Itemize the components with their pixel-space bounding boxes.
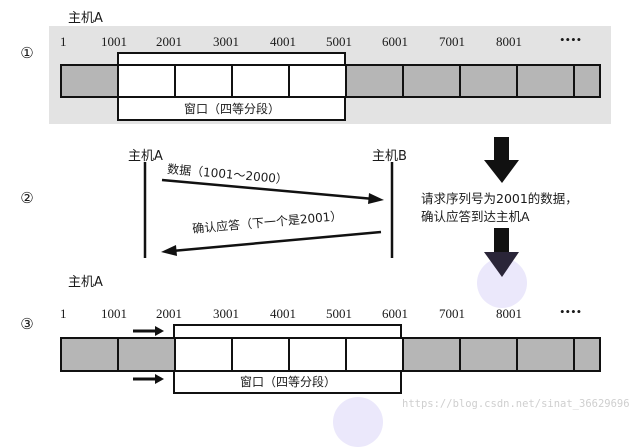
window-label-1: 窗口（四等分段）: [120, 100, 344, 118]
window-label-3: 窗口（四等分段）: [176, 373, 400, 391]
segment-window: [233, 339, 290, 370]
tick-label: 4001: [270, 306, 296, 321]
segment-window: [290, 66, 347, 96]
ellipsis-dots: ••••: [560, 32, 583, 47]
segment-unsent: [404, 66, 461, 96]
ack-note-line-2: 确认应答到达主机A: [421, 209, 530, 224]
down-arrow-icon: [484, 137, 519, 183]
sequence-diagram-lines: [133, 137, 519, 384]
down-arrow-icon: [484, 228, 519, 277]
tick-label: 7001: [439, 34, 465, 49]
tick-label: 5001: [326, 34, 352, 49]
segment-window: [176, 339, 233, 370]
segment-unsent: [518, 339, 575, 370]
tick-label: 8001: [496, 34, 522, 49]
ellipsis-dots: ••••: [560, 304, 583, 319]
host-a-label: 主机A: [68, 275, 103, 290]
host-b-label: 主机B: [372, 149, 407, 164]
watermark: https://blog.csdn.net/sinat_36629696: [402, 398, 630, 410]
tick-label: 6001: [382, 34, 408, 49]
tick-label: 1: [60, 306, 67, 321]
tick-label: 5001: [326, 306, 352, 321]
tick-label: 3001: [213, 34, 239, 49]
tick-label: 2001: [156, 306, 182, 321]
tick-label: 7001: [439, 306, 465, 321]
ack-note-line-1: 请求序列号为2001的数据，: [421, 191, 578, 206]
tick-label: 3001: [213, 306, 239, 321]
segment-window: [233, 66, 290, 96]
segment-unsent: [575, 339, 599, 370]
segment-unsent: [404, 339, 461, 370]
byte-stream-bar-1: [60, 64, 601, 98]
arrowhead-right-icon: [368, 193, 384, 204]
host-a-label: 主机A: [68, 11, 103, 26]
tick-label: 1001: [101, 34, 127, 49]
window-shift-arrow-icon: [133, 326, 164, 336]
segment-window: [290, 339, 347, 370]
segment-sent: [62, 339, 119, 370]
tick-label: 1: [60, 34, 67, 49]
segment-window: [119, 66, 176, 96]
step-marker-3: ③: [20, 315, 34, 333]
segment-window: [176, 66, 233, 96]
arrowhead-left-icon: [161, 245, 177, 256]
tick-label: 8001: [496, 306, 522, 321]
ack-note: 请求序列号为2001的数据， 确认应答到达主机A: [421, 190, 578, 226]
step-marker-1: ①: [20, 44, 34, 62]
segment-window: [347, 339, 404, 370]
tick-label: 4001: [270, 34, 296, 49]
segment-unsent: [518, 66, 575, 96]
segment-unsent: [347, 66, 404, 96]
segment-sent: [119, 339, 176, 370]
step-marker-2: ②: [20, 189, 34, 207]
segment-sent: [62, 66, 119, 96]
byte-stream-bar-3: [60, 337, 601, 372]
host-a-label: 主机A: [128, 149, 163, 164]
segment-unsent: [461, 66, 518, 96]
window-shift-arrow-icon: [133, 374, 164, 384]
tick-label: 6001: [382, 306, 408, 321]
tick-label: 1001: [101, 306, 127, 321]
segment-unsent: [461, 339, 518, 370]
segment-unsent: [575, 66, 599, 96]
tick-label: 2001: [156, 34, 182, 49]
